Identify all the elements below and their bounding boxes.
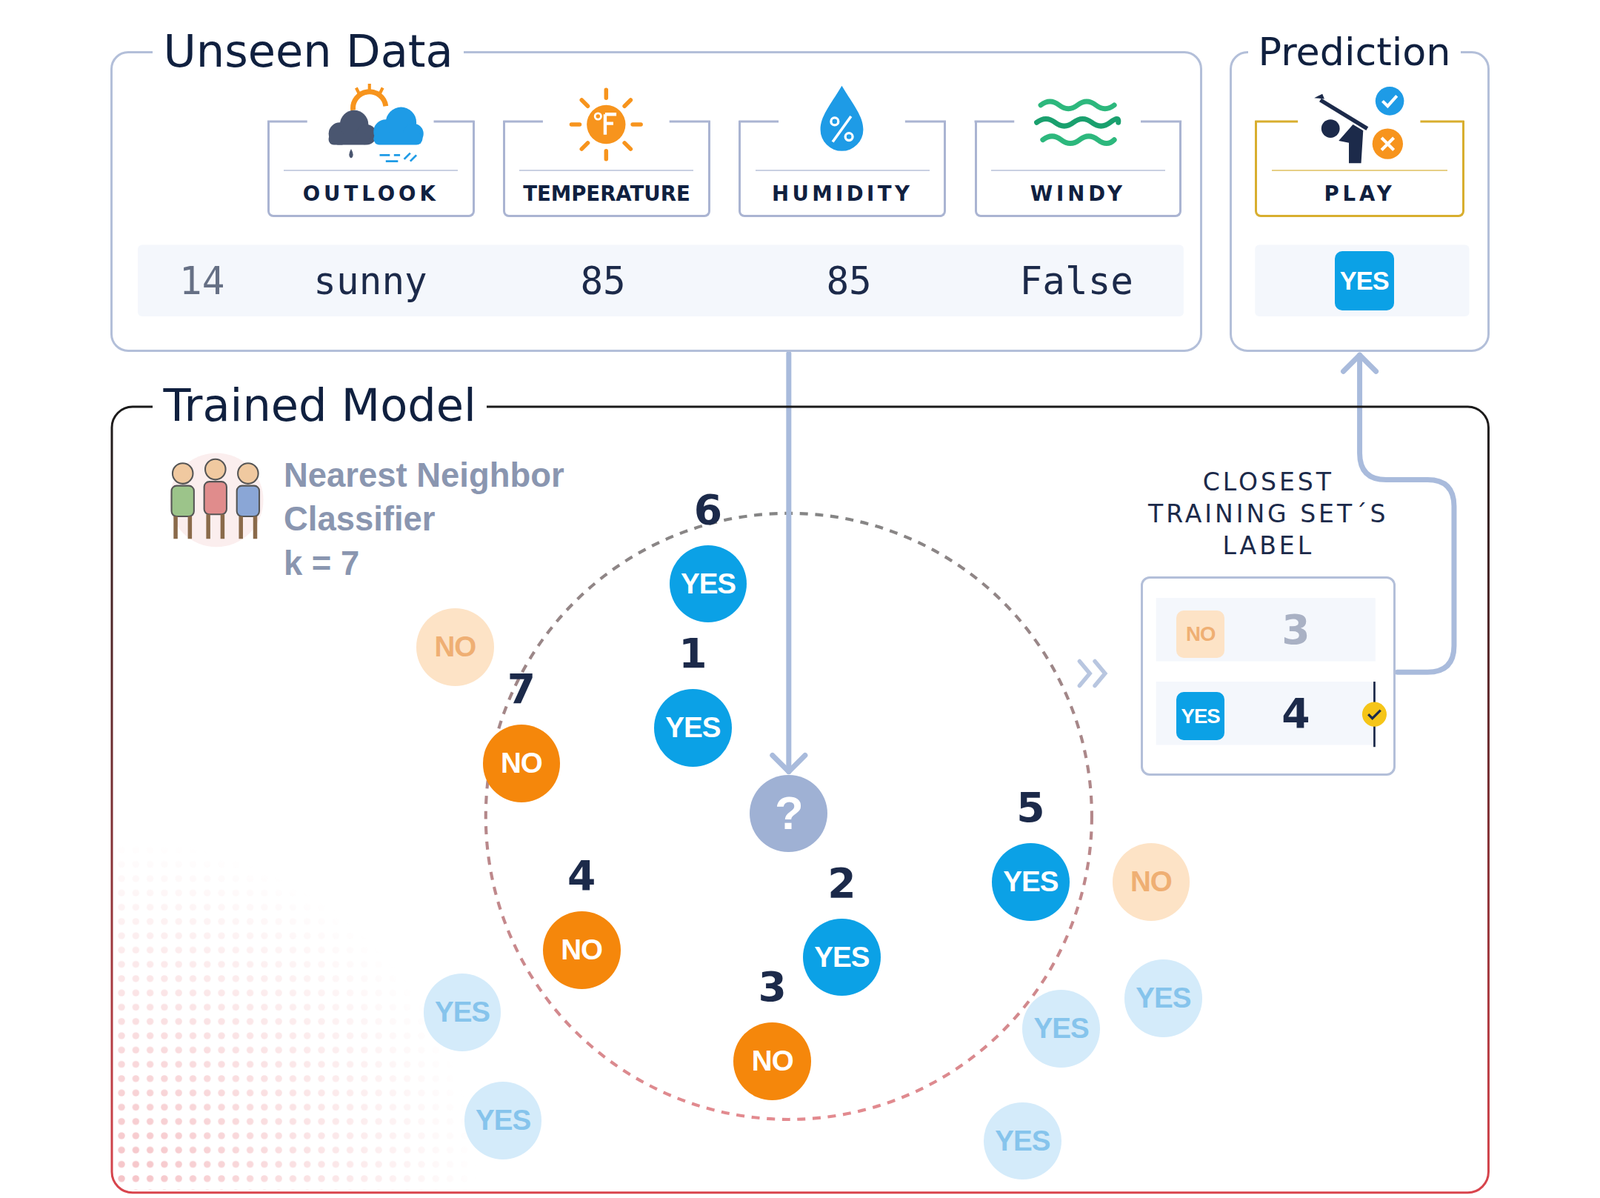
- panel-title: Prediction: [1248, 29, 1462, 75]
- divider: [519, 169, 694, 172]
- query-point: ?: [749, 774, 828, 853]
- neighbor-point: 7NO: [482, 724, 561, 803]
- parameter: k = 7: [283, 541, 360, 586]
- label-badge: NO: [1176, 610, 1225, 659]
- texture: [114, 775, 543, 1190]
- table-cell: 85: [825, 257, 872, 306]
- header-text-area: OUTLOOK: [269, 171, 473, 215]
- neighbor-point: YES: [1022, 989, 1100, 1068]
- chevron: [1079, 661, 1105, 686]
- class-label: YES: [1034, 1014, 1089, 1043]
- divider: [283, 169, 458, 172]
- row-band: [1156, 597, 1376, 661]
- class-label: YES: [1002, 867, 1058, 897]
- rank-number: 7: [507, 669, 536, 711]
- header-text-area: HUMIDITY: [740, 171, 944, 215]
- table-cell: 14: [179, 257, 225, 306]
- windy-icon: [1037, 101, 1119, 143]
- class-label: YES: [814, 942, 869, 972]
- rank-number: 4: [567, 856, 596, 898]
- panel-title: Trained Model: [152, 380, 486, 432]
- label-badge: YES: [1334, 251, 1395, 311]
- panel: PredictionPLAYYES: [1229, 51, 1490, 352]
- class-label: YES: [1340, 268, 1389, 294]
- neighbor-point: 4NO: [542, 911, 621, 989]
- connector-line: [785, 353, 792, 772]
- class-label: ?: [774, 789, 803, 837]
- label-badge: YES: [1176, 691, 1225, 740]
- header-top-lines: [267, 120, 1465, 123]
- class-label: YES: [665, 713, 720, 743]
- neighbor-point: 2YES: [802, 918, 881, 997]
- neighbor-point: NO: [1112, 842, 1191, 921]
- arrowhead: [772, 755, 806, 772]
- arrowhead: [1343, 354, 1377, 372]
- header-text-area: PLAY: [1257, 171, 1462, 215]
- winner-check: [1362, 681, 1387, 747]
- attribute-header: PLAY: [1254, 120, 1464, 218]
- neighbor-point: NO: [416, 608, 495, 686]
- header-text: PLAY: [1323, 181, 1395, 206]
- vote-box: CLOSEST TRAINING SET´S LABELNOYES: [1140, 576, 1396, 776]
- vote-count: 3: [1281, 603, 1310, 658]
- data-band: [1254, 245, 1469, 317]
- table-cell: 85: [580, 257, 626, 306]
- data-band: [137, 245, 1184, 317]
- neighbor-point: 5YES: [991, 842, 1070, 921]
- vote-count: 4: [1281, 687, 1310, 741]
- play-icon: [1314, 86, 1404, 163]
- header-text: OUTLOOK: [302, 181, 440, 206]
- header-text-area: WINDY: [977, 171, 1180, 215]
- class-label: YES: [434, 997, 490, 1027]
- table-cell: False: [1020, 257, 1134, 306]
- class-label: NO: [1185, 623, 1215, 645]
- rank-number: 2: [827, 862, 856, 904]
- temperature-icon: [571, 89, 641, 160]
- class-label: NO: [500, 748, 543, 778]
- neighbor-point: YES: [423, 973, 502, 1052]
- neighbor-point: 1YES: [654, 688, 732, 767]
- humidity-icon: [820, 85, 864, 152]
- neighbor-point: YES: [983, 1102, 1062, 1180]
- row-band: [1156, 681, 1376, 745]
- class-label: NO: [560, 935, 603, 965]
- neighbor-point: YES: [1124, 959, 1203, 1038]
- panel-title: Unseen Data: [152, 25, 463, 78]
- connector: [772, 353, 806, 772]
- class-label: YES: [1181, 705, 1220, 727]
- rank-number: 5: [1016, 787, 1045, 829]
- divider: [1271, 169, 1449, 172]
- vote-heading: CLOSEST TRAINING SET´S LABEL: [1134, 466, 1403, 563]
- neighbor-point: 6YES: [669, 545, 748, 623]
- neighbor-point: 3NO: [733, 1022, 812, 1100]
- attribute-header: WINDY: [974, 120, 1183, 218]
- class-label: YES: [994, 1126, 1050, 1156]
- class-label: YES: [475, 1105, 531, 1135]
- rank-number: 6: [694, 489, 723, 531]
- header-text: HUMIDITY: [771, 181, 913, 206]
- divider: [991, 169, 1166, 172]
- class-label: NO: [1130, 867, 1172, 897]
- attribute-header: HUMIDITY: [738, 120, 946, 218]
- class-label: NO: [434, 632, 476, 662]
- rank-number: 3: [758, 967, 787, 1009]
- divider: [755, 169, 930, 172]
- people-icon: [169, 453, 264, 548]
- neighbor-point: YES: [464, 1081, 543, 1160]
- attribute-header: TEMPERATURE: [502, 120, 711, 218]
- class-label: NO: [751, 1046, 794, 1076]
- panel: Unseen DataOUTLOOKTEMPERATUREHUMIDITYWIN…: [110, 51, 1203, 352]
- header-text: TEMPERATURE: [522, 181, 691, 206]
- rank-number: 1: [678, 633, 707, 675]
- class-label: YES: [1135, 983, 1191, 1013]
- header-text-area: TEMPERATURE: [505, 171, 709, 215]
- table-cell: sunny: [313, 257, 427, 306]
- outlook-icon: [328, 83, 424, 162]
- attribute-header: OUTLOOK: [267, 120, 475, 218]
- class-label: YES: [680, 569, 736, 599]
- model-name: Nearest Neighbor Classifier: [283, 453, 652, 541]
- header-text: WINDY: [1030, 181, 1126, 206]
